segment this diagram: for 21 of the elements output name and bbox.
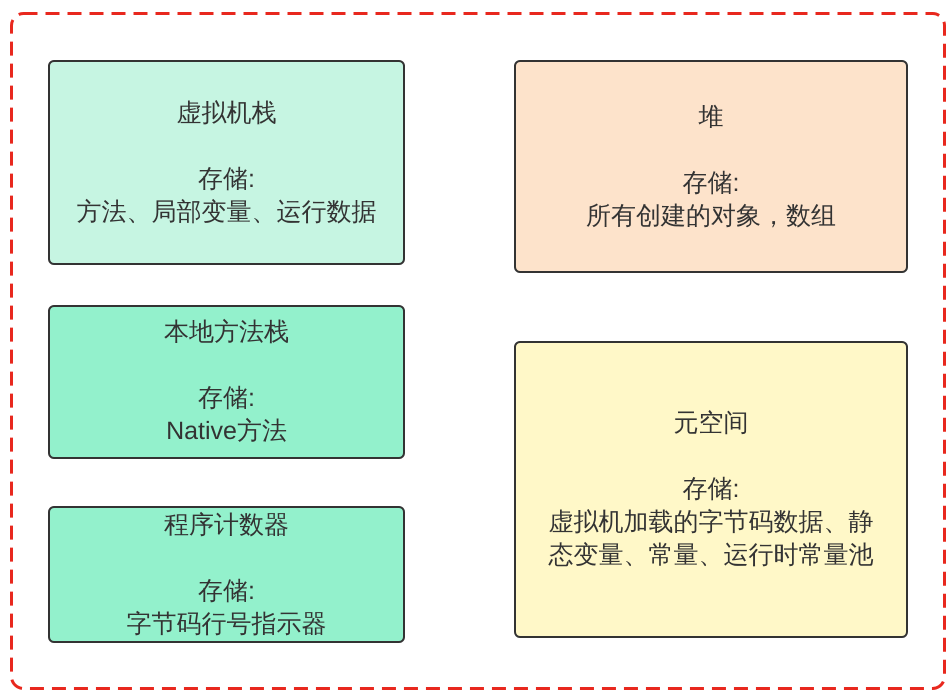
area-title: 元空间 xyxy=(674,408,748,439)
memory-area-box xyxy=(48,506,405,643)
area-title: 虚拟机栈 xyxy=(176,98,276,128)
memory-area-box xyxy=(514,60,908,273)
storage-content: 虚拟机加载的字节码数据、静态变量、常量、运行时常量池 xyxy=(547,507,874,571)
storage-label: 存储: xyxy=(198,576,255,606)
storage-label: 存储: xyxy=(198,383,255,414)
area-title: 本地方法栈 xyxy=(164,317,289,348)
storage-label: 存储: xyxy=(682,168,740,198)
memory-area-box xyxy=(48,305,405,459)
dashed-boundary xyxy=(10,12,946,690)
memory-area-box xyxy=(514,341,908,638)
storage-content: 方法、局部变量、运行数据 xyxy=(76,196,376,228)
storage-content: 字节码行号指示器 xyxy=(126,608,326,640)
area-title: 堆 xyxy=(698,102,724,132)
memory-area-box xyxy=(48,60,405,265)
storage-content: 所有创建的对象，数组 xyxy=(586,200,836,232)
storage-content: Native方法 xyxy=(166,416,287,447)
storage-label: 存储: xyxy=(198,164,255,194)
storage-label: 存储: xyxy=(682,474,740,505)
area-title: 程序计数器 xyxy=(164,510,289,540)
